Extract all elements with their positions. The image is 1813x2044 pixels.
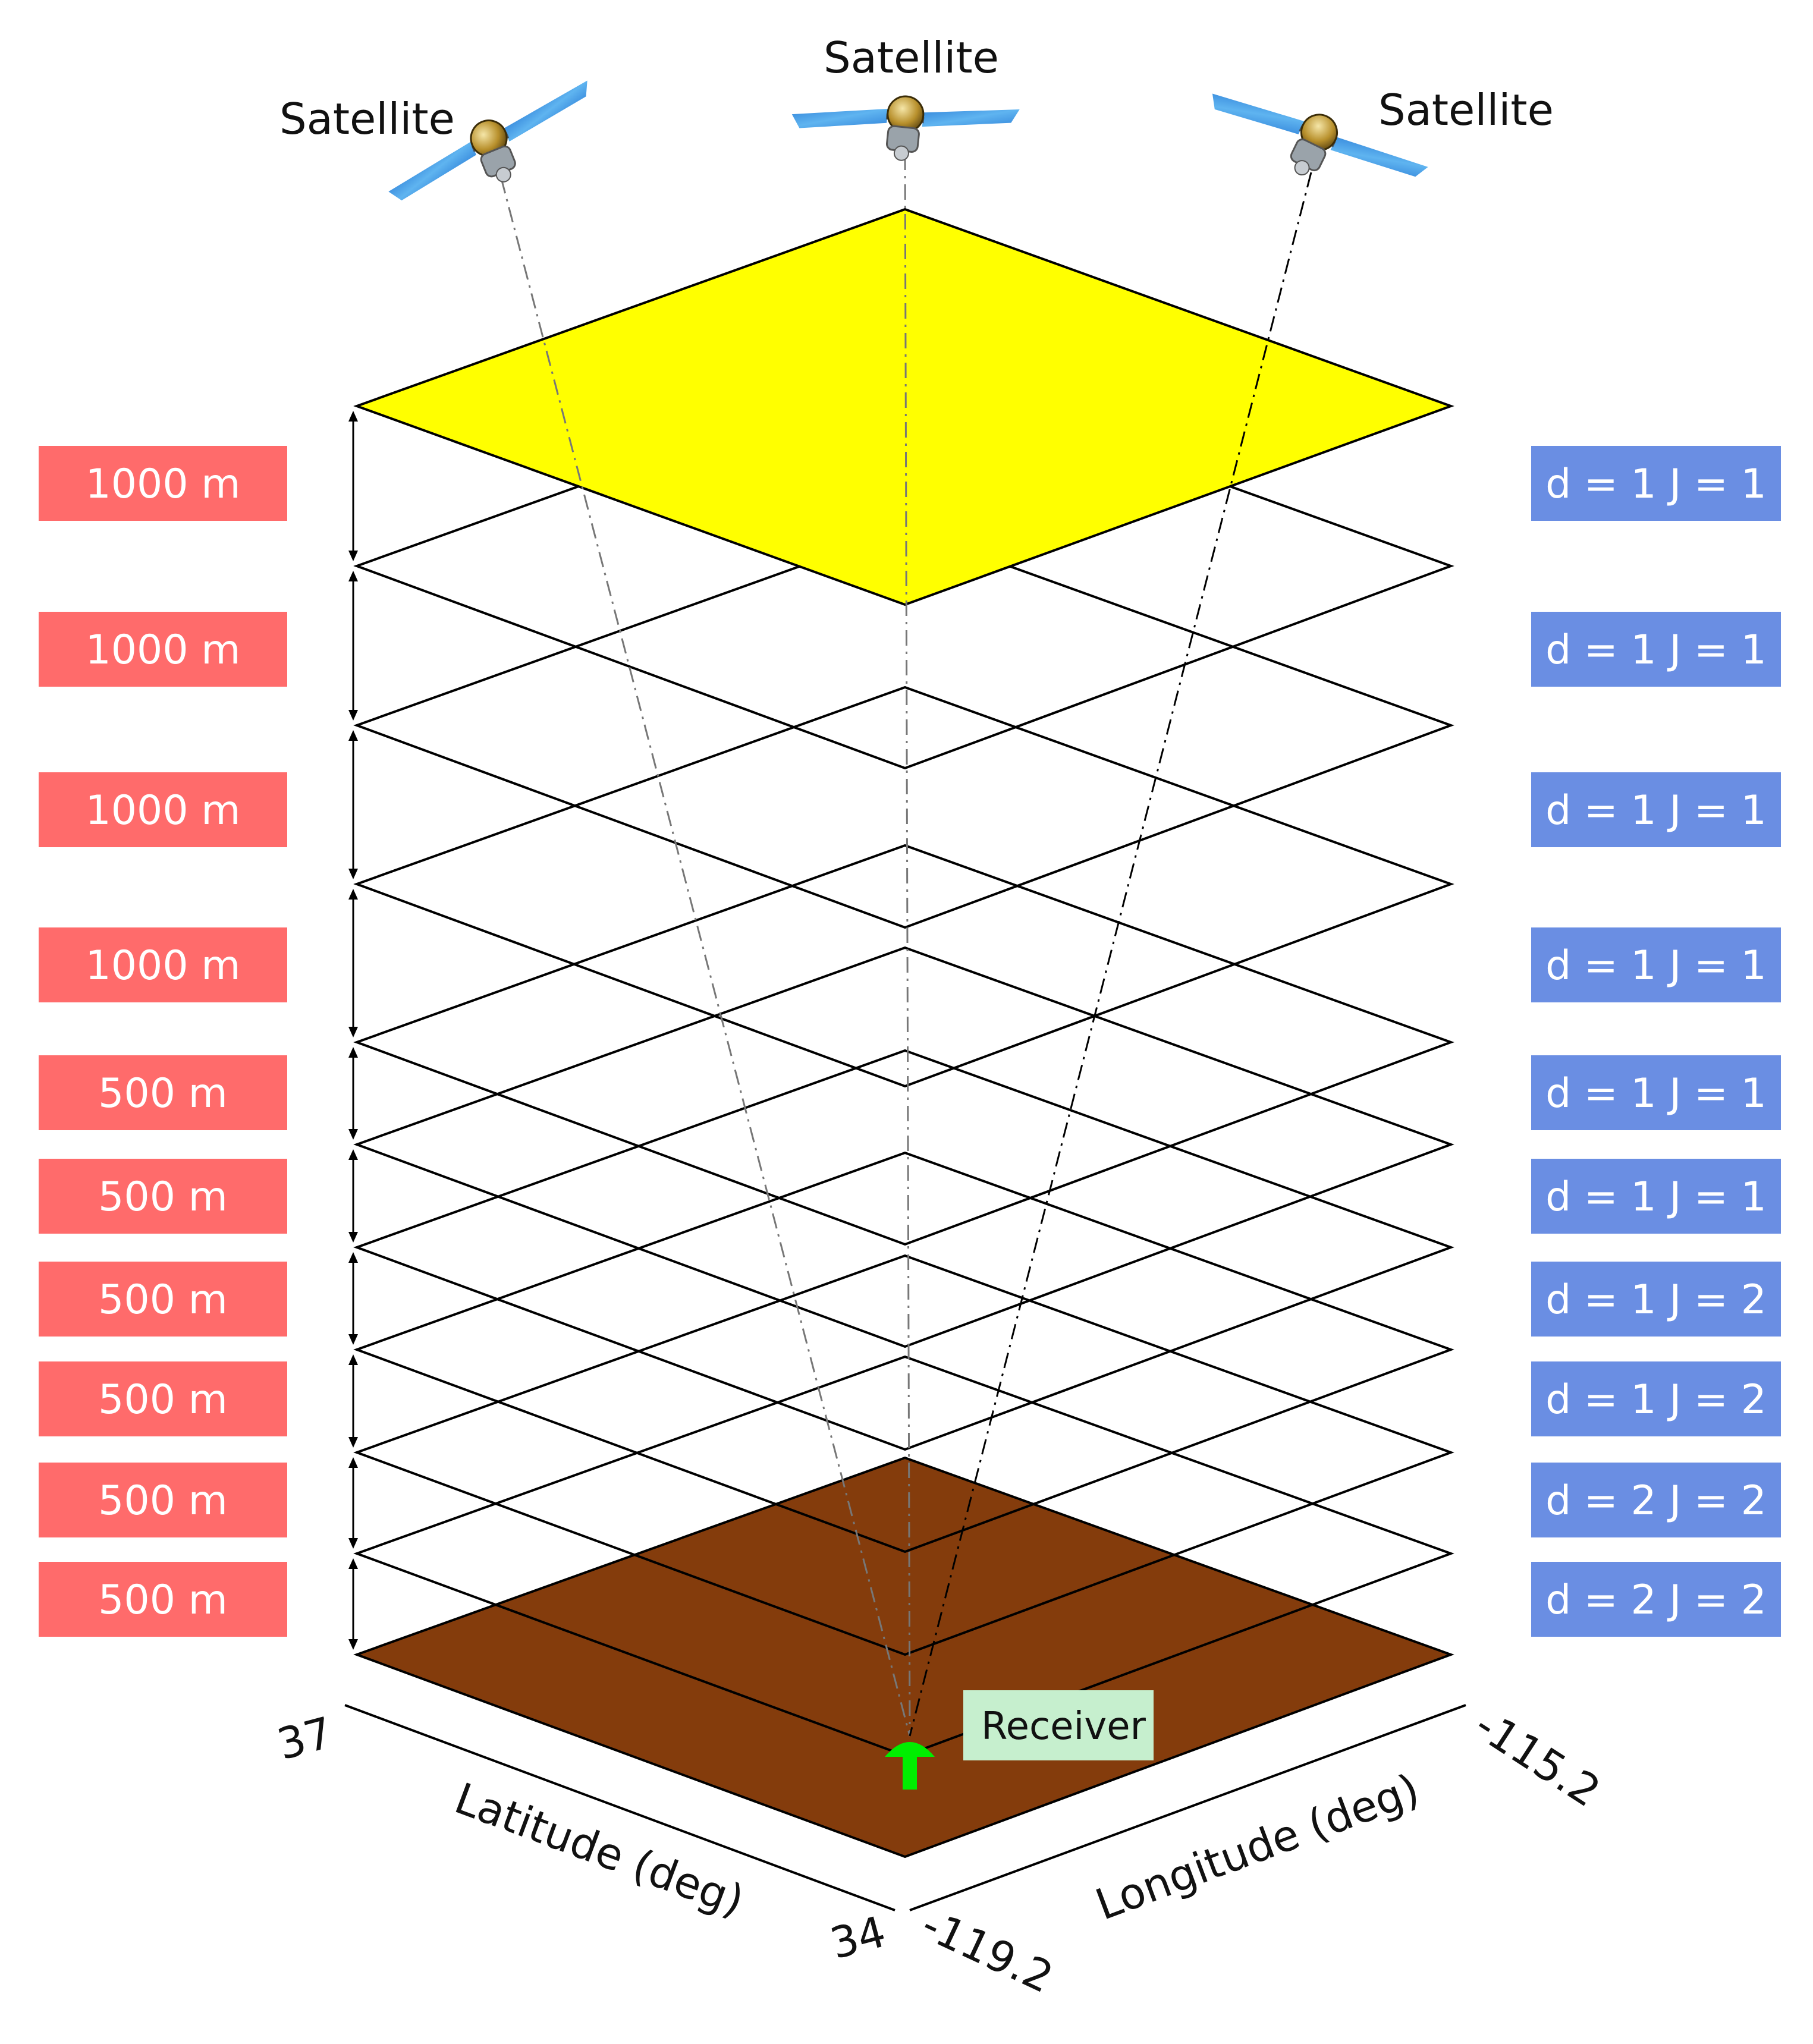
layer-thickness-label: 500 m — [98, 1174, 228, 1221]
height-arrow — [348, 730, 358, 879]
satellite-center-icon — [787, 83, 1021, 173]
longitude-max-tick: -115.2 — [1466, 1700, 1609, 1817]
layer-thickness-label: 1000 m — [86, 942, 241, 989]
longitude-min-tick: -119.2 — [915, 1899, 1061, 2002]
layer-thickness-tag — [39, 1159, 287, 1234]
layer-thickness-label: 1000 m — [86, 627, 241, 674]
layer-params-tag — [1531, 927, 1781, 1002]
layer-params-label: d = 2 J = 2 — [1545, 1577, 1767, 1624]
layer-params-tag — [1531, 1055, 1781, 1130]
layer-boundary — [353, 946, 1454, 1348]
height-arrow — [348, 1047, 358, 1140]
height-arrow — [348, 1457, 358, 1549]
layer-thickness-label: 500 m — [98, 1070, 228, 1117]
layer-params-label: d = 1 J = 1 — [1545, 461, 1767, 508]
receiver-tag — [963, 1690, 1154, 1760]
layer-params-tag — [1531, 772, 1781, 847]
satellite-right: Satellite — [1196, 66, 1554, 225]
layer-thickness-label: 500 m — [98, 1577, 228, 1624]
thickness-tags: 1000 m 1000 m 1000 m 1000 m 500 m 500 m 500 m 5… — [39, 446, 287, 1637]
satellite-right-label: Satellite — [1378, 85, 1554, 135]
ground-plane — [357, 1458, 1451, 1858]
layer-thickness-tag — [39, 1262, 287, 1337]
layer-params-label: d = 2 J = 2 — [1545, 1477, 1767, 1524]
height-arrow — [348, 1558, 358, 1650]
layer-thickness-tag — [39, 927, 287, 1002]
latitude-axis-label: Latitude (deg) — [448, 1773, 750, 1926]
signal-rays — [500, 154, 1312, 1737]
layer-params-tag — [1531, 1159, 1781, 1234]
layer-thickness-label: 1000 m — [86, 461, 241, 508]
satellite-left-label: Satellite — [279, 94, 455, 144]
layer-thickness-tag — [39, 1361, 287, 1436]
layer-boundary — [353, 1049, 1454, 1451]
satellite-left: Satellite — [279, 78, 612, 225]
layer-thickness-label: 500 m — [98, 1276, 228, 1323]
layer-boundary — [353, 527, 1454, 929]
receiver-icon — [885, 1742, 935, 1790]
layer-thickness-tag — [39, 1055, 287, 1130]
layer-thickness-label: 500 m — [98, 1477, 228, 1524]
ray-left — [500, 178, 911, 1737]
satellite-center-label: Satellite — [824, 33, 999, 83]
layer-boundary — [353, 1151, 1454, 1554]
latitude-min-tick: 34 — [825, 1907, 891, 1969]
longitude-axis-line — [909, 1704, 1466, 1911]
layer-params-label: d = 1 J = 1 — [1545, 1070, 1767, 1117]
receiver: Receiver — [885, 1690, 1154, 1790]
layer-params-label: d = 1 J = 2 — [1545, 1376, 1767, 1423]
layer-params-label: d = 1 J = 1 — [1545, 627, 1767, 674]
layer-boundary — [353, 367, 1454, 770]
height-arrow — [348, 1252, 358, 1345]
layer-thickness-tag — [39, 772, 287, 847]
height-arrow — [348, 889, 358, 1037]
latitude-max-tick: 37 — [272, 1707, 338, 1770]
top-layer-plane — [353, 207, 1454, 606]
layer-grid — [353, 367, 1454, 1859]
layer-params-tag — [1531, 612, 1781, 687]
param-tags: d = 1 J = 1 d = 1 J = 1 d = 1 J = 1 d = 1 J… — [1531, 446, 1781, 1637]
layer-params-label: d = 1 J = 1 — [1545, 787, 1767, 834]
height-arrow — [348, 1354, 358, 1448]
layer-params-tag — [1531, 1562, 1781, 1637]
layer-thickness-tag — [39, 1562, 287, 1637]
layer-params-label: d = 1 J = 1 — [1545, 1174, 1767, 1221]
layer-params-tag — [1531, 1361, 1781, 1436]
layer-thickness-tag — [39, 612, 287, 687]
layer-boundary — [353, 685, 1454, 1088]
layer-thickness-label: 1000 m — [86, 787, 241, 834]
ground-outline — [353, 1456, 1454, 1859]
latitude-axis-line — [344, 1704, 895, 1911]
satellite-center: Satellite — [787, 33, 1021, 173]
layer-boundary — [353, 1254, 1454, 1656]
height-arrow — [348, 1149, 358, 1243]
layer-params-tag — [1531, 1463, 1781, 1537]
layer-thickness-tag — [39, 1463, 287, 1537]
height-arrow — [348, 411, 358, 561]
receiver-label: Receiver — [981, 1705, 1146, 1749]
longitude-axis-label: Longitude (deg) — [1089, 1764, 1426, 1930]
layer-params-tag — [1531, 446, 1781, 521]
layer-boundary — [353, 844, 1454, 1246]
layer-params-label: d = 1 J = 1 — [1545, 942, 1767, 989]
layer-params-label: d = 1 J = 2 — [1545, 1276, 1767, 1323]
ray-center — [904, 154, 911, 1737]
height-arrows — [348, 411, 358, 1650]
layer-params-tag — [1531, 1262, 1781, 1337]
height-arrow — [348, 571, 358, 721]
layer-thickness-label: 500 m — [98, 1376, 228, 1423]
layer-thickness-tag — [39, 446, 287, 521]
ray-right — [909, 172, 1312, 1737]
